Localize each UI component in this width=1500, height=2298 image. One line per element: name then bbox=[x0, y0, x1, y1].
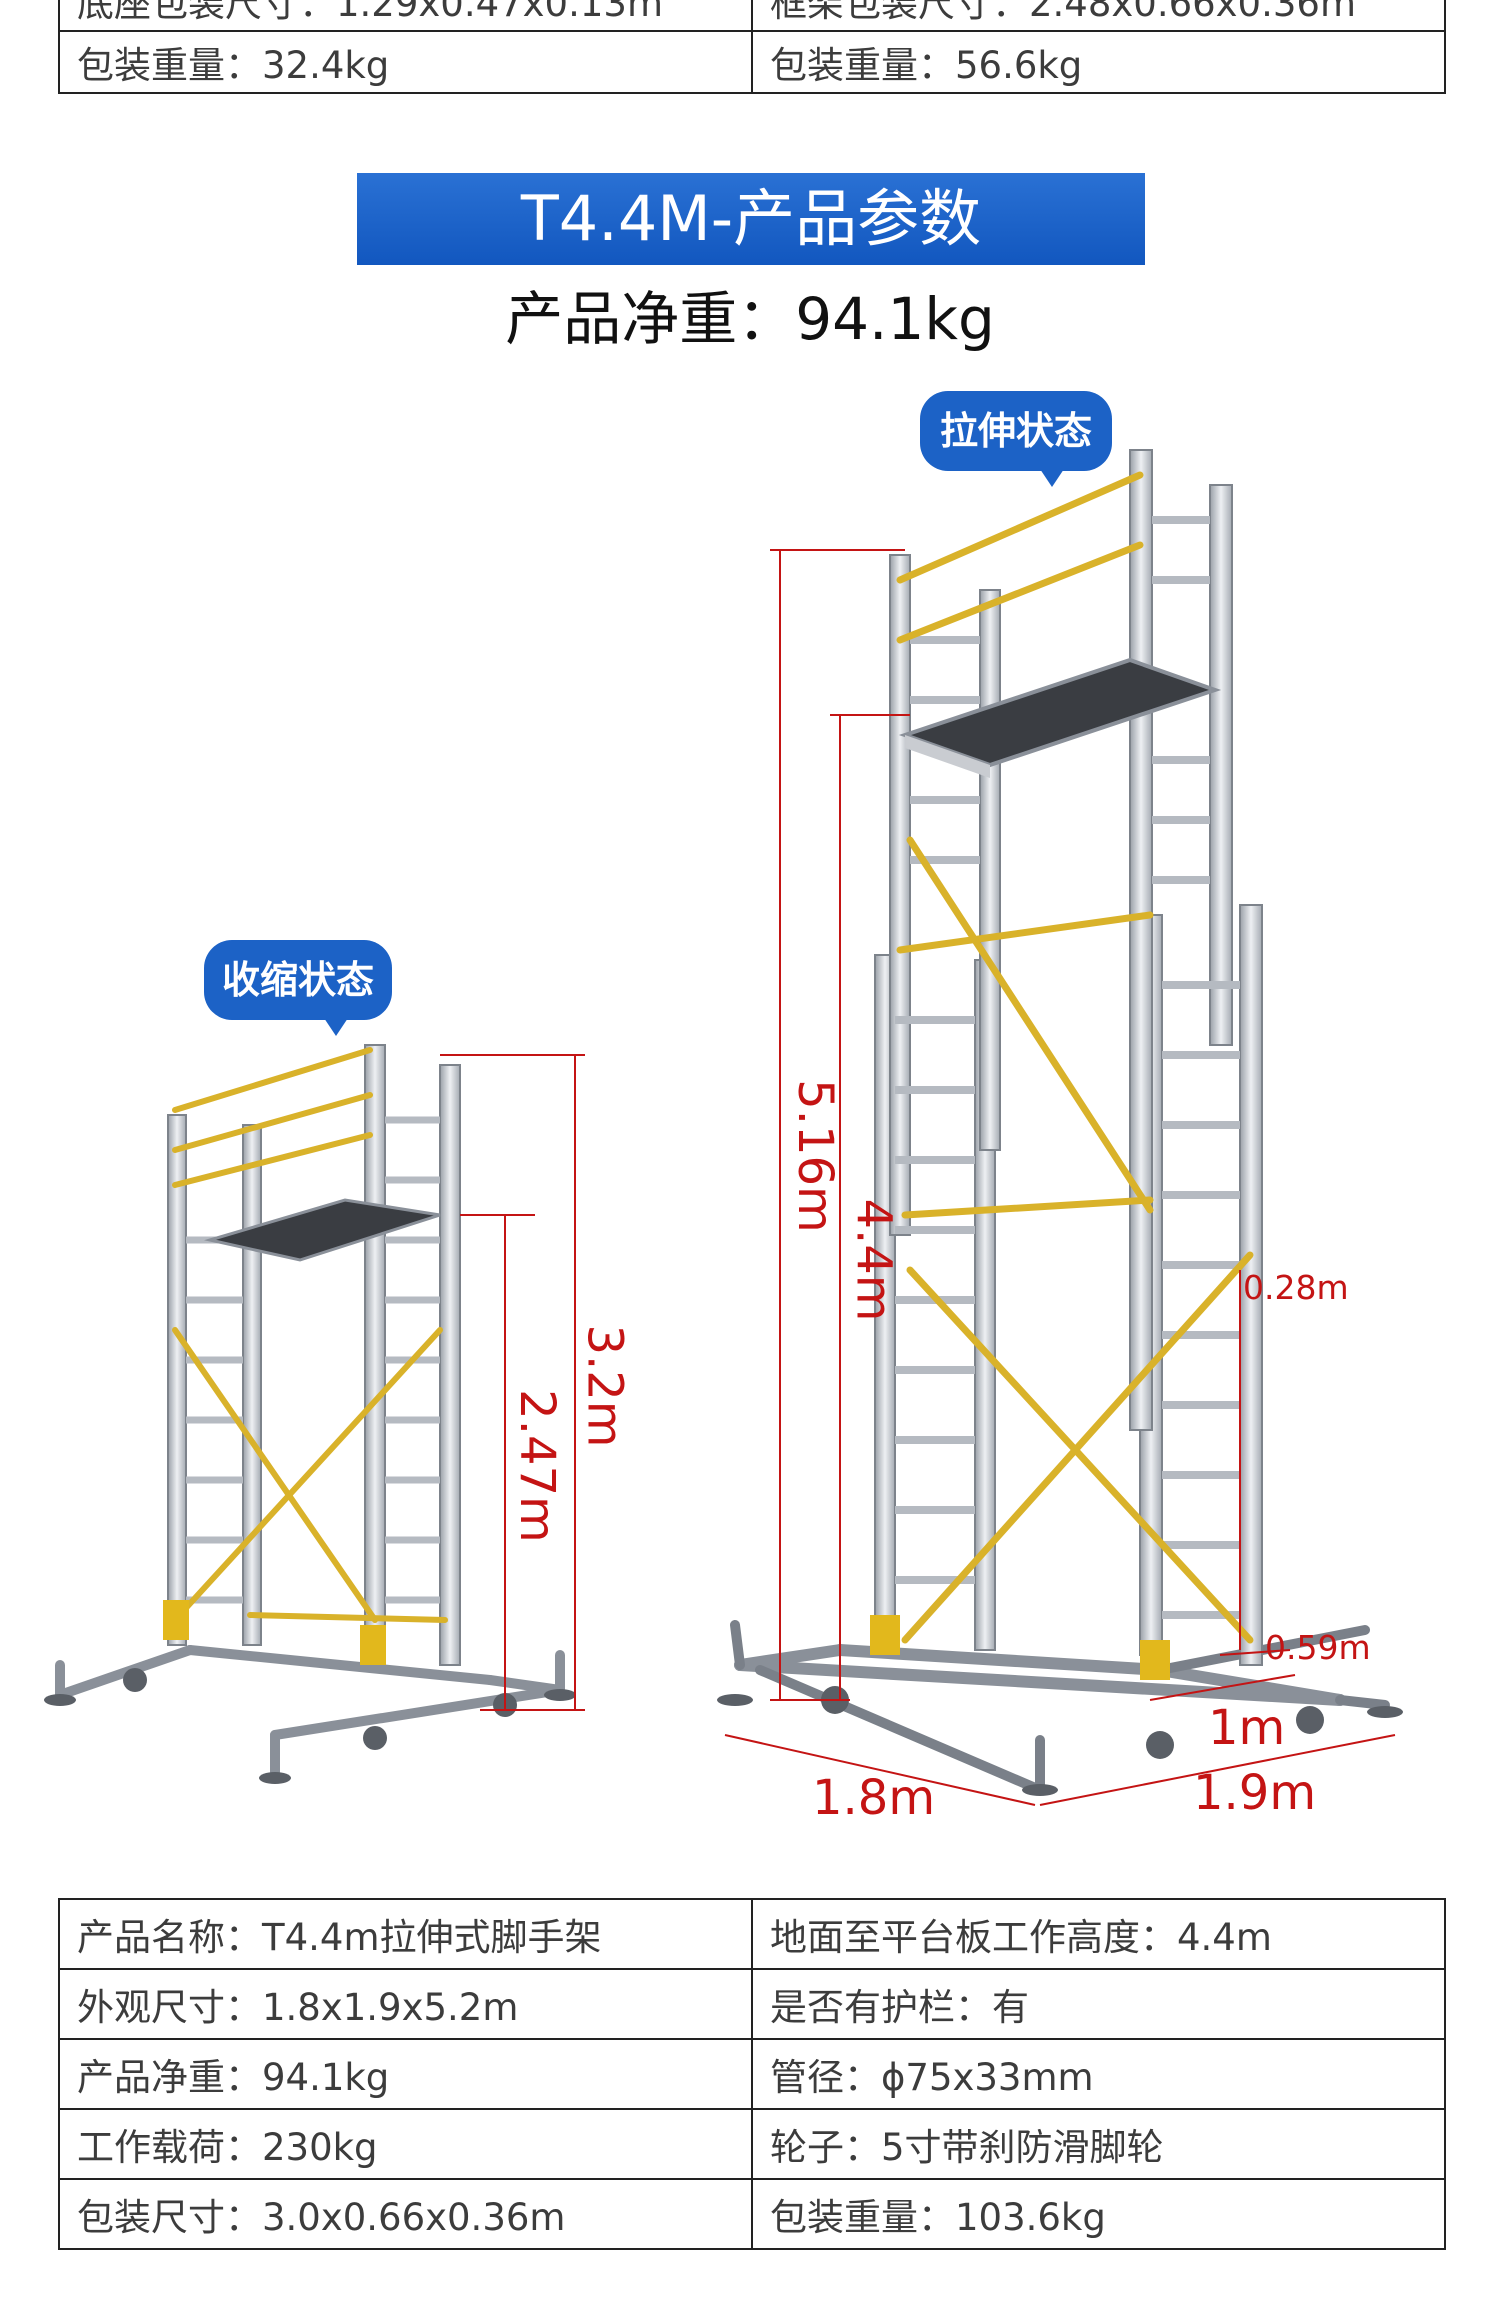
table-row: 产品名称：T4.4m拉伸式脚手架 地面至平台板工作高度：4.4m bbox=[58, 1898, 1446, 1970]
table-row: 工作载荷：230kg 轮子：5寸带刹防滑脚轮 bbox=[58, 2108, 1446, 2180]
dimension-label-base-length: 1.8m bbox=[812, 1770, 936, 1826]
dimension-label-width: 1m bbox=[1208, 1700, 1286, 1756]
packaging-spec-table: 底座包装尺寸：1.29x0.47x0.13m 框架包装尺寸：2.48x0.66x… bbox=[58, 0, 1446, 94]
table-row: 底座包装尺寸：1.29x0.47x0.13m 框架包装尺寸：2.48x0.66x… bbox=[58, 0, 1446, 32]
table-cell: 是否有护栏：有 bbox=[751, 1968, 1446, 2040]
table-cell: 产品名称：T4.4m拉伸式脚手架 bbox=[58, 1898, 753, 1970]
table-cell: 工作载荷：230kg bbox=[58, 2108, 753, 2180]
table-cell: 产品净重：94.1kg bbox=[58, 2038, 753, 2110]
dimension-label-offset: 0.28m bbox=[1243, 1268, 1349, 1307]
table-cell: 包装重量：32.4kg bbox=[58, 30, 753, 94]
retracted-dimension-lines bbox=[440, 1054, 585, 1711]
table-cell: 管径：ϕ75x33mm bbox=[751, 2038, 1446, 2110]
dimension-label-total-height-retracted: 3.2m bbox=[576, 1324, 633, 1448]
extended-state-label: 拉伸状态 bbox=[920, 391, 1112, 487]
net-weight-heading: 产品净重：94.1kg bbox=[0, 272, 1500, 356]
table-row: 包装尺寸：3.0x0.66x0.36m 包装重量：103.6kg bbox=[58, 2178, 1446, 2250]
dimension-label-platform-height-extended: 4.4m bbox=[845, 1198, 902, 1322]
table-cell: 框架包装尺寸：2.48x0.66x0.36m bbox=[751, 0, 1446, 32]
table-cell: 包装重量：103.6kg bbox=[751, 2178, 1446, 2250]
dimension-label-platform-height-retracted: 2.47m bbox=[508, 1389, 565, 1543]
dimension-label-gap: 0.59m bbox=[1265, 1628, 1371, 1667]
table-cell: 轮子：5寸带刹防滑脚轮 bbox=[751, 2108, 1446, 2180]
net-weight-label: 产品净重： bbox=[505, 285, 796, 353]
table-row: 包装重量：32.4kg 包装重量：56.6kg bbox=[58, 30, 1446, 94]
table-row: 外观尺寸：1.8x1.9x5.2m 是否有护栏：有 bbox=[58, 1968, 1446, 2040]
dimension-label-base-width: 1.9m bbox=[1193, 1765, 1317, 1821]
table-row: 产品净重：94.1kg 管径：ϕ75x33mm bbox=[58, 2038, 1446, 2110]
retracted-scaffold bbox=[44, 1044, 576, 1784]
table-cell: 包装尺寸：3.0x0.66x0.36m bbox=[58, 2178, 753, 2250]
extended-dimension-lines bbox=[724, 549, 1396, 1806]
retracted-state-label: 收缩状态 bbox=[204, 940, 392, 1036]
section-banner: T4.4M-产品参数 bbox=[357, 173, 1145, 265]
dimension-label-total-height-extended: 5.16m bbox=[786, 1079, 843, 1233]
net-weight-value: 94.1kg bbox=[795, 285, 995, 353]
table-cell: 外观尺寸：1.8x1.9x5.2m bbox=[58, 1968, 753, 2040]
table-cell: 包装重量：56.6kg bbox=[751, 30, 1446, 94]
table-cell: 底座包装尺寸：1.29x0.47x0.13m bbox=[58, 0, 753, 32]
product-spec-table: 产品名称：T4.4m拉伸式脚手架 地面至平台板工作高度：4.4m 外观尺寸：1.… bbox=[58, 1898, 1446, 2250]
table-cell: 地面至平台板工作高度：4.4m bbox=[751, 1898, 1446, 1970]
scaffold-illustration bbox=[44, 449, 1403, 1806]
